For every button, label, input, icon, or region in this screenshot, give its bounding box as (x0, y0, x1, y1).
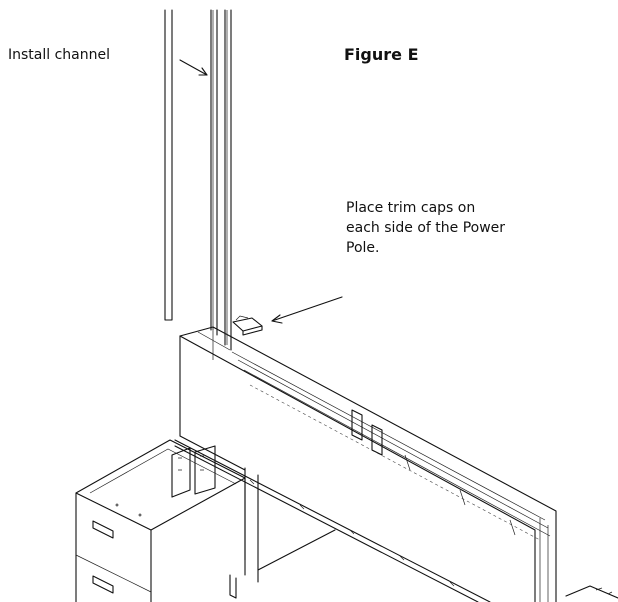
loose-channel-strip (164, 9, 173, 321)
mounting-bracket (171, 445, 216, 498)
lower-rail (174, 439, 491, 602)
corner-bracket (565, 585, 618, 599)
figure-title: Figure E (344, 45, 419, 64)
trim-caps-note: Place trim caps on each side of the Powe… (346, 200, 506, 256)
trim-cap (232, 315, 263, 336)
install-channel-arrow (179, 59, 208, 76)
panel-beam (179, 326, 557, 602)
power-pole (210, 9, 232, 351)
trim-caps-arrow (271, 296, 343, 324)
pedestal-drawer-unit (75, 439, 246, 602)
install-channel-label: Install channel (8, 47, 110, 63)
